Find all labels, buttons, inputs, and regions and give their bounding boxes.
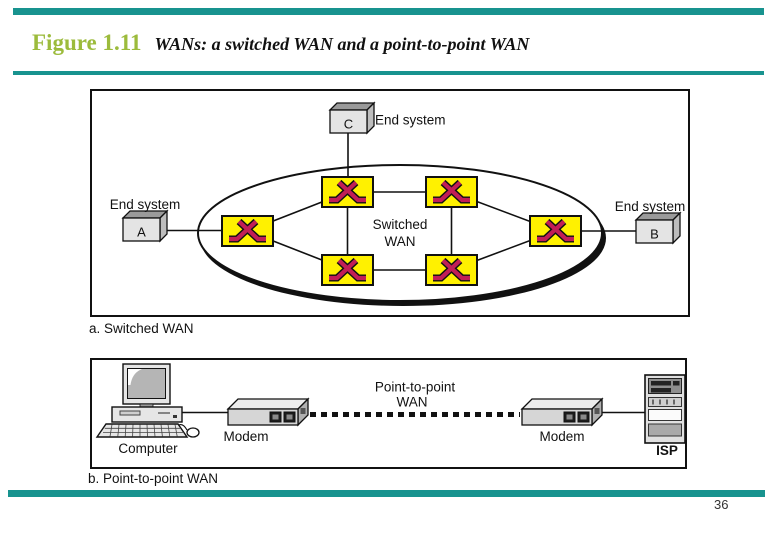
isp-vent-strip xyxy=(648,397,682,407)
isp-tower-icon xyxy=(644,374,686,444)
end-system-label-b: End system xyxy=(615,199,686,214)
caption-switched-wan: a. Switched WAN xyxy=(89,321,194,336)
node-letter-c: C xyxy=(344,117,353,132)
node-letter-b: B xyxy=(650,227,659,242)
title-underline-rule xyxy=(13,71,764,75)
switch-node-left xyxy=(222,216,273,246)
modem-right-icon xyxy=(521,398,603,426)
isp-slot-3 xyxy=(651,388,671,393)
computer-illustration xyxy=(95,363,200,438)
isp-footer xyxy=(648,423,682,437)
end-system-label-a: End system xyxy=(110,197,181,212)
modem-left-label: Modem xyxy=(223,429,268,444)
power-button xyxy=(173,415,177,418)
floppy-slot xyxy=(119,410,141,416)
figure-number-label: Figure 1.11 xyxy=(32,30,142,55)
switch-node-top-left xyxy=(322,177,373,207)
page-number: 36 xyxy=(714,497,729,512)
isp-panel xyxy=(648,409,682,421)
cloud-label-line2: WAN xyxy=(385,234,416,249)
modem-right-label: Modem xyxy=(539,429,584,444)
switch-node-bottom-left xyxy=(322,255,373,285)
end-system-label-c: End system xyxy=(375,113,446,128)
mouse-icon xyxy=(186,427,200,438)
computer-label: Computer xyxy=(118,441,178,456)
isp-vent-ticks xyxy=(652,399,675,405)
caption-p2p-wan: b. Point-to-point WAN xyxy=(88,471,219,486)
isp-slot-2 xyxy=(673,381,680,386)
switch-node-top-right xyxy=(426,177,477,207)
wan-label-line1: Point-to-point xyxy=(375,380,456,395)
switched-wan-panel: C A B End system End system End system S… xyxy=(90,89,690,317)
mouse-cable xyxy=(178,423,188,431)
isp-slot-1 xyxy=(651,381,671,386)
top-accent-bar xyxy=(13,8,764,15)
screen-highlight xyxy=(128,369,142,385)
keyboard-keys xyxy=(109,424,178,437)
node-letter-a: A xyxy=(137,225,146,240)
bottom-accent-bar xyxy=(8,490,765,497)
switch-node-bottom-right xyxy=(426,255,477,285)
cloud-label-line1: Switched xyxy=(373,217,428,232)
isp-label: ISP xyxy=(656,443,678,458)
modem-left-icon xyxy=(227,398,309,426)
wan-cloud xyxy=(197,164,603,302)
keyboard-icon xyxy=(95,423,189,438)
slide-title: Figure 1.11 WANs: a switched WAN and a p… xyxy=(32,30,529,56)
wan-label-line2: WAN xyxy=(397,395,428,410)
figure-title-text: WANs: a switched WAN and a point-to-poin… xyxy=(154,34,530,54)
point-to-point-panel: Computer Modem Point-to-point WAN Modem … xyxy=(90,358,687,469)
switch-node-right xyxy=(530,216,581,246)
